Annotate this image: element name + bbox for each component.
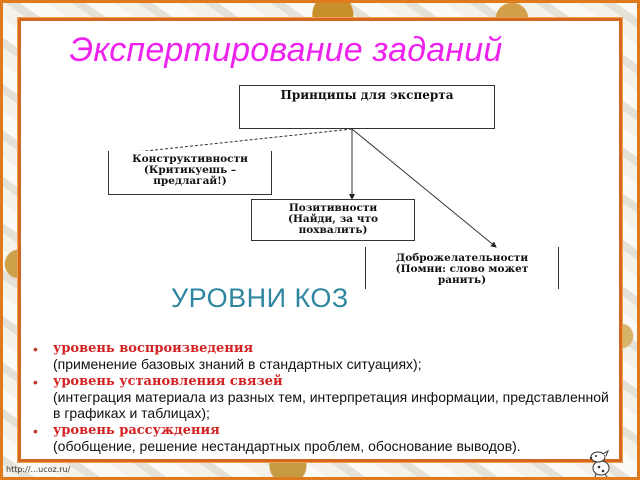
bullet-icon: • [33,341,38,357]
level-item: • уровень установления связей (интеграци… [31,374,611,421]
levels-heading: УРОВНИ КОЗ [171,283,349,313]
level-description: (применение базовых знаний в стандартных… [53,356,422,372]
principle-box-kindness: Доброжелательности (Помни: слово может р… [365,247,559,289]
root-label: Принципы для эксперта [280,88,454,102]
principle-note: (Критикуешь – [143,164,237,176]
slide-title: Экспертирование заданий [69,31,503,69]
principle-note: (Найди, за что [288,213,378,225]
footer-url: http://...ucoz.ru/ [6,465,71,474]
bullet-icon: • [33,374,38,390]
level-item: • уровень рассуждения (обобщение, решени… [31,423,611,454]
level-description: (интеграция материала из разных тем, инт… [53,389,609,421]
level-name: уровень воспроизведения [53,341,254,356]
level-name: уровень рассуждения [53,423,220,438]
level-description: (обобщение, решение нестандартных пробле… [53,438,521,454]
diagram-root-box: Принципы для эксперта [239,85,495,129]
levels-list: • уровень воспроизведения (применение ба… [31,341,611,456]
diagram-connectors [116,128,497,248]
principle-title: Доброжелательности [395,252,529,264]
principle-title: Конструктивности [132,153,248,165]
principle-title: Позитивности [288,202,378,214]
level-name: уровень установления связей [53,374,283,389]
principle-box-positivity: Позитивности (Найди, за что похвалить) [251,199,415,241]
principle-note: (Помни: слово может [395,263,529,275]
principle-note: похвалить) [298,224,368,236]
principle-note: ранить) [437,274,487,286]
cartoon-dog-icon [589,449,610,478]
principle-note: предлагай!) [153,175,227,187]
slide: Экспертирование заданий Принципы для экс… [18,18,622,462]
bullet-icon: • [33,423,38,439]
principle-box-constructiveness: Конструктивности (Критикуешь – предлагай… [108,151,272,195]
level-item: • уровень воспроизведения (применение ба… [31,341,611,372]
